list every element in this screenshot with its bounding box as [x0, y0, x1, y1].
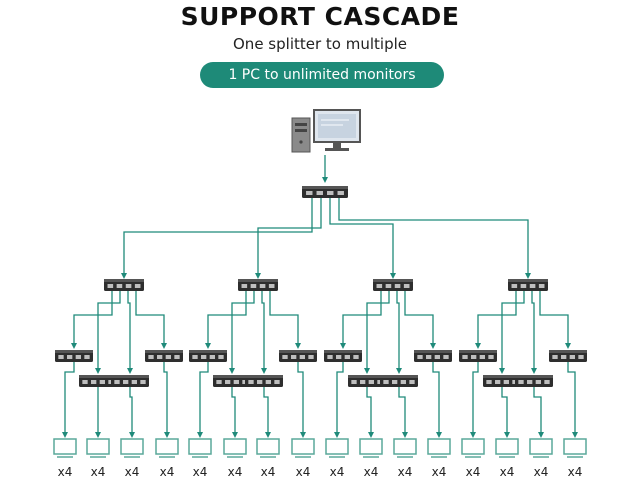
splitter-l3-3-2: [348, 375, 386, 387]
line-l2-3-to-l3-2: [364, 291, 390, 374]
monitor-count-label: x4: [466, 465, 481, 479]
monitor-count-label: x4: [398, 465, 413, 479]
monitors-badge: 1 PC to unlimited monitors: [200, 62, 444, 88]
splitter-l3-2-1: [189, 350, 227, 362]
line-l2-3-to-l3-3: [396, 291, 402, 374]
splitter-l3-4-4: [549, 350, 587, 362]
line-l2-4-to-l3-3: [531, 291, 537, 374]
splitter-l3-3-1: [324, 350, 362, 362]
line-l3-to-monitor-10: [366, 387, 374, 438]
line-l2-3-to-l3-1: [340, 291, 382, 349]
monitor-icon-3: [120, 438, 144, 458]
monitor-icon-9: [325, 438, 349, 458]
splitter-l3-4-1: [459, 350, 497, 362]
main-splitter: [302, 186, 348, 198]
line-l3-to-monitor-14: [501, 387, 510, 438]
monitor-icon-16: [563, 438, 587, 458]
monitor-count-label: x4: [193, 465, 208, 479]
page-subtitle: One splitter to multiple: [233, 35, 407, 53]
monitor-count-label: x4: [534, 465, 549, 479]
line-l3-to-monitor-11: [398, 387, 408, 438]
line-l3-to-monitor-4: [163, 362, 170, 438]
monitor-count-label: x4: [568, 465, 583, 479]
line-main-to-l2-2: [255, 198, 322, 279]
monitor-icon-7: [256, 438, 280, 458]
line-l3-to-monitor-16: [567, 362, 578, 438]
monitor-count-label: x4: [500, 465, 515, 479]
desktop-pc-icon: [291, 109, 361, 153]
line-l3-to-monitor-5: [197, 362, 209, 438]
line-l3-to-monitor-7: [263, 387, 271, 438]
line-l3-to-monitor-8: [297, 362, 306, 438]
devices-layer: x4 x4 x4 x4 x4 x4 x4 x4 x4 x4 x4 x4 x4 x4 x4 x4: [53, 109, 587, 479]
line-l2-4-to-l3-2: [499, 291, 525, 374]
line-main-to-l2-1: [121, 198, 313, 279]
monitor-count-label: x4: [330, 465, 345, 479]
splitter-l3-1-1: [55, 350, 93, 362]
line-main-to-l2-4: [338, 198, 531, 279]
line-l3-to-monitor-12: [432, 362, 442, 438]
splitter-l3-3-4: [414, 350, 452, 362]
monitor-icon-15: [529, 438, 553, 458]
line-l2-4-to-l3-4: [539, 291, 571, 349]
line-l3-to-monitor-1: [62, 362, 75, 438]
splitter-l3-4-3: [515, 375, 553, 387]
monitor-count-label: x4: [125, 465, 140, 479]
monitor-count-label: x4: [296, 465, 311, 479]
monitor-count-label: x4: [58, 465, 73, 479]
splitter-l2-2: [238, 279, 278, 291]
splitter-l2-3: [373, 279, 413, 291]
line-main-to-l2-3: [329, 198, 396, 279]
monitor-icon-2: [86, 438, 110, 458]
splitter-l3-1-2: [79, 375, 117, 387]
splitter-l2-1: [104, 279, 144, 291]
monitor-count-label: x4: [228, 465, 243, 479]
splitter-l3-2-3: [245, 375, 283, 387]
line-l3-to-monitor-15: [533, 387, 544, 438]
monitor-icon-4: [155, 438, 179, 458]
splitter-l2-4: [508, 279, 548, 291]
line-l2-2-to-l3-1: [205, 291, 247, 349]
line-l2-2-to-l3-3: [261, 291, 267, 374]
monitor-count-label: x4: [432, 465, 447, 479]
line-l3-to-monitor-9: [334, 362, 344, 438]
line-l3-to-monitor-3: [129, 387, 135, 438]
monitor-icon-6: [223, 438, 247, 458]
splitter-l3-2-2: [213, 375, 251, 387]
monitor-icon-8: [291, 438, 315, 458]
connection-lines: [62, 155, 578, 438]
line-l2-2-to-l3-4: [269, 291, 301, 349]
monitor-count-label: x4: [160, 465, 175, 479]
monitor-icon-13: [461, 438, 485, 458]
monitor-icon-1: [53, 438, 77, 458]
monitor-count-label: x4: [261, 465, 276, 479]
line-l2-1-to-l3-1: [71, 291, 113, 349]
line-l2-4-to-l3-1: [475, 291, 517, 349]
line-l3-to-monitor-6: [231, 387, 238, 438]
monitor-count-label: x4: [91, 465, 106, 479]
splitter-l3-1-4: [145, 350, 183, 362]
monitor-icon-12: [427, 438, 451, 458]
splitter-l3-3-3: [380, 375, 418, 387]
monitor-icon-14: [495, 438, 519, 458]
monitor-icon-5: [188, 438, 212, 458]
line-l3-to-monitor-13: [470, 362, 479, 438]
monitor-icon-10: [359, 438, 383, 458]
splitter-l3-1-3: [111, 375, 149, 387]
line-l2-1-to-l3-4: [135, 291, 167, 349]
splitter-l3-2-4: [279, 350, 317, 362]
line-l2-3-to-l3-4: [404, 291, 436, 349]
line-l2-1-to-l3-3: [127, 291, 133, 374]
line-l2-1-to-l3-2: [95, 291, 121, 374]
page-title: SUPPORT CASCADE: [180, 2, 460, 31]
splitter-l3-4-2: [483, 375, 521, 387]
line-l2-2-to-l3-2: [229, 291, 255, 374]
monitor-count-label: x4: [364, 465, 379, 479]
monitor-icon-11: [393, 438, 417, 458]
